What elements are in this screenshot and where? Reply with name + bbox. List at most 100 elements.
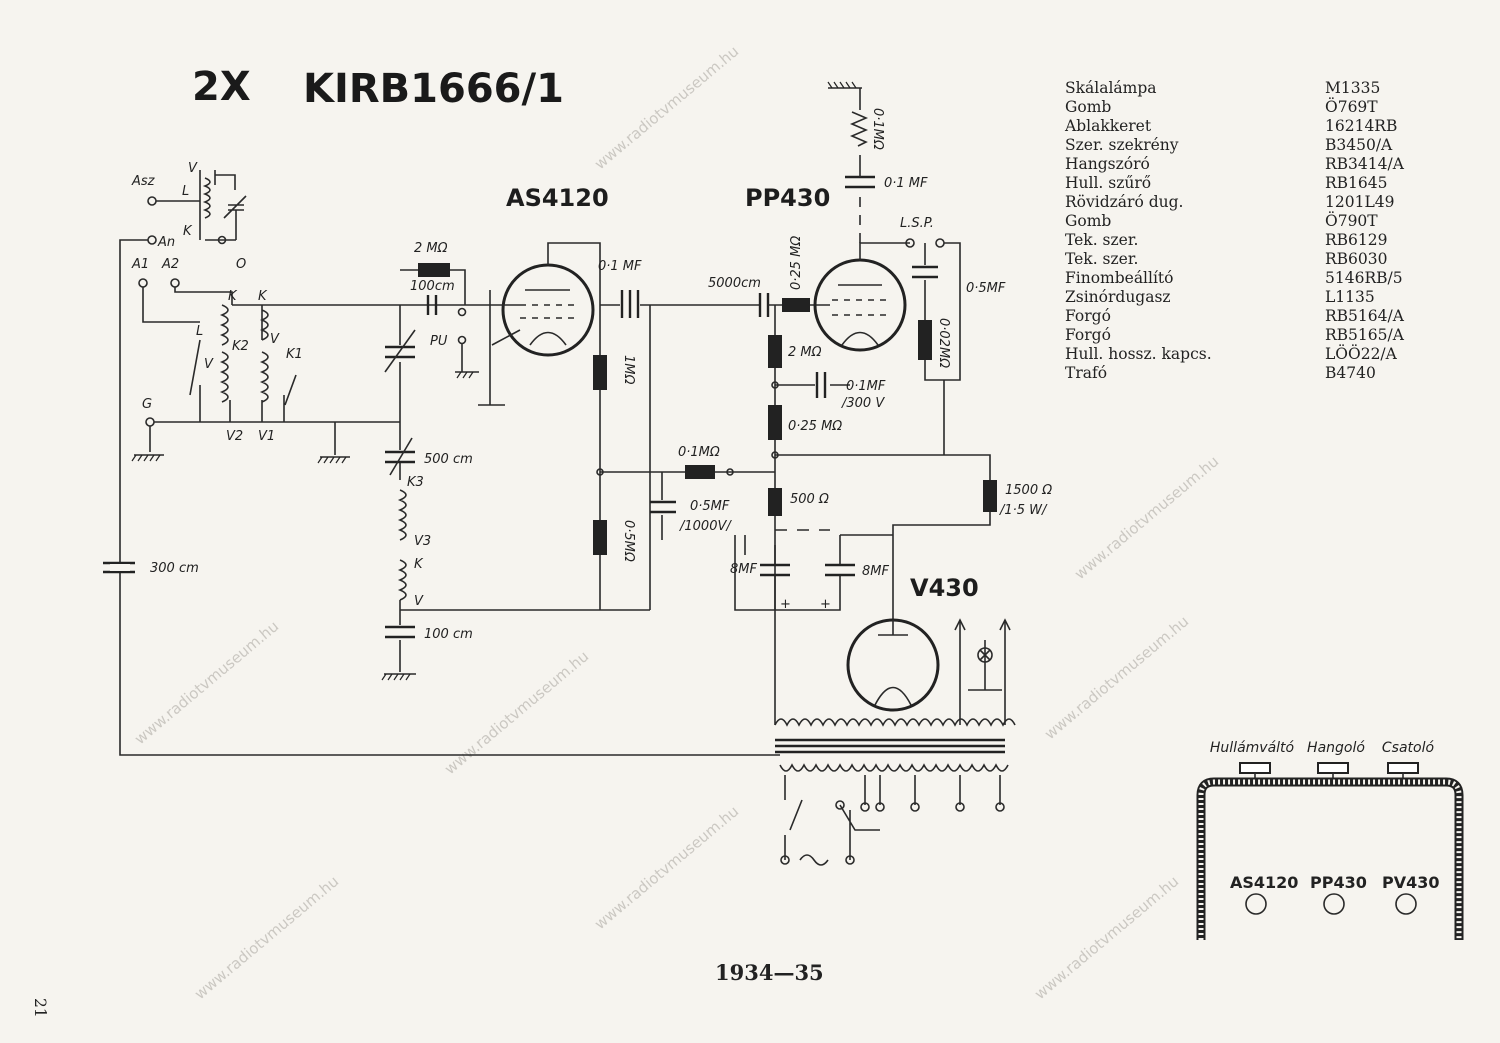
part-code: RB6030 [1325, 250, 1388, 268]
watermark: www.radiotvmuseum.hu [591, 802, 742, 933]
part-name: Tek. szer. [1065, 250, 1138, 268]
part-name: Gomb [1065, 98, 1111, 116]
part-code: RB6129 [1325, 231, 1388, 249]
capacitor-01mf-label: 0·1 MF [598, 259, 642, 274]
resistor-1500ohm-label: 1500 Ω [1005, 483, 1052, 498]
tube-v430-label: V430 [910, 574, 979, 602]
watermarks: www.radiotvmuseum.hu www.radiotvmuseum.h… [131, 42, 1222, 1003]
knob-label: Csatoló [1382, 740, 1435, 756]
part-name: Finombeállító [1065, 269, 1174, 287]
page-number: 21 [31, 998, 49, 1018]
resistor-05mohm-label: 0·5MΩ [621, 520, 636, 562]
watermark: www.radiotvmuseum.hu [1031, 872, 1182, 1003]
resistor-1500ohm [983, 480, 997, 512]
detector-stage: 2 MΩ 100cm PU 500 cm K3 V3 K V 100 cm 1M… [381, 184, 775, 681]
coil-label: K [258, 289, 268, 304]
part-code: RB3414/A [1325, 155, 1405, 173]
part-code: B4740 [1325, 364, 1376, 382]
knob-icon [1317, 762, 1349, 774]
socket-label: PV430 [1382, 873, 1440, 892]
part-code: 16214RB [1325, 117, 1397, 135]
part-code: RB5164/A [1325, 307, 1405, 325]
capacitor-5000cm-label: 5000cm [708, 276, 761, 291]
coil-label: O [236, 257, 246, 272]
part-code: 5146RB/5 [1325, 269, 1403, 287]
coil-label: V [188, 161, 198, 176]
resistor-002mohm [918, 320, 932, 360]
watermark: www.radiotvmuseum.hu [131, 617, 282, 748]
part-name: Szer. szekrény [1065, 136, 1179, 154]
coil-label: K3 [407, 475, 424, 490]
coil-label: V [414, 594, 424, 609]
knob-icon [1239, 762, 1271, 774]
terminal-lsp-label: L.S.P. [900, 216, 934, 231]
watermark: www.radiotvmuseum.hu [191, 872, 342, 1003]
coil-label: K [183, 224, 193, 239]
coil-label: V1 [258, 429, 275, 444]
output-stage: 5000cm 0·25 MΩ PP430 2 MΩ 0·1MF /300 V 0… [708, 81, 1052, 620]
part-name: Forgó [1065, 326, 1111, 344]
tube-pp430-label: PP430 [745, 184, 830, 212]
resistor-2mohm-b-label: 2 MΩ [788, 345, 822, 360]
coil-label: K1 [286, 347, 303, 362]
part-name: Ablakkeret [1064, 117, 1152, 135]
part-code: LÖÖ22/A [1325, 345, 1398, 363]
coil-label: K [414, 557, 424, 572]
dial-lamp-icon [977, 647, 993, 663]
resistor-01mohm-top-label: 0·1MΩ [870, 108, 885, 150]
tube-as4120 [501, 263, 595, 357]
watermark: www.radiotvmuseum.hu [441, 647, 592, 778]
terminal-a2-label: A2 [161, 257, 179, 272]
part-name: Tek. szer. [1065, 231, 1138, 249]
terminal-a1-label: A1 [131, 257, 149, 272]
watermark: www.radiotvmuseum.hu [1071, 452, 1222, 583]
capacitor-500cm-label: 500 cm [424, 452, 473, 467]
resistor-2mohm-b [768, 335, 782, 368]
coil-label: V2 [226, 429, 243, 444]
year-label: 1934—35 [715, 960, 824, 985]
part-code: Ö790T [1325, 212, 1378, 230]
part-name: Forgó [1065, 307, 1111, 325]
coil-label: K2 [232, 339, 249, 354]
socket-label: AS4120 [1230, 873, 1298, 892]
chassis-layout: Hullámváltó Hangoló Csatoló AS4120 PP430… [1196, 740, 1464, 940]
part-code: M1335 [1325, 79, 1380, 97]
resistor-01mohm-label: 0·1MΩ [678, 445, 720, 460]
capacitor-05mf-label: 0·5MF [690, 499, 730, 514]
watermark: www.radiotvmuseum.hu [1041, 612, 1192, 743]
resistor-1mohm-label: 1MΩ [621, 355, 636, 384]
title-prefix: 2X [192, 64, 251, 110]
part-name: Skálalámpa [1065, 79, 1157, 97]
antenna-section: Asz An A1 A2 G V L K O 300 cm K K L K2 K… [103, 161, 780, 756]
knob-icon [1387, 762, 1419, 774]
resistor-1500ohm-watt-label: /1·5 W/ [999, 503, 1048, 518]
terminal-an-label: An [157, 235, 175, 250]
polarity-plus: + [780, 597, 791, 612]
watermark: www.radiotvmuseum.hu [591, 42, 742, 173]
part-code: RB5165/A [1325, 326, 1405, 344]
coil-label: L [182, 184, 189, 199]
knob-label: Hullámváltó [1210, 740, 1295, 756]
capacitor-8mf-a-label: 8MF [730, 562, 757, 577]
resistor-1mohm [593, 355, 607, 390]
coil-label: L [196, 324, 203, 339]
part-code: Ö769T [1325, 98, 1378, 116]
capacitor-300cm-label: 300 cm [150, 561, 199, 576]
coil-label: V3 [414, 534, 431, 549]
capacitor-1000v-label: /1000V/ [679, 519, 732, 534]
resistor-025mohm-b-label: 0·25 MΩ [788, 419, 842, 434]
part-name: Hull. szűrő [1065, 174, 1151, 192]
title-model: KIRB1666/1 [303, 66, 564, 112]
capacitor-100cm-label: 100cm [410, 279, 455, 294]
resistor-025mohm-b [768, 405, 782, 440]
part-name: Gomb [1065, 212, 1111, 230]
part-name: Zsinórdugasz [1065, 288, 1171, 306]
resistor-002mohm-label: 0·02MΩ [936, 318, 951, 368]
resistor-500ohm-label: 500 Ω [790, 492, 829, 507]
parts-list: Skálalámpa M1335 Gomb Ö769T Ablakkeret 1… [1064, 79, 1405, 382]
part-code: B3450/A [1325, 136, 1393, 154]
resistor-2mohm [418, 263, 450, 277]
part-name: Hangszóró [1065, 155, 1150, 173]
